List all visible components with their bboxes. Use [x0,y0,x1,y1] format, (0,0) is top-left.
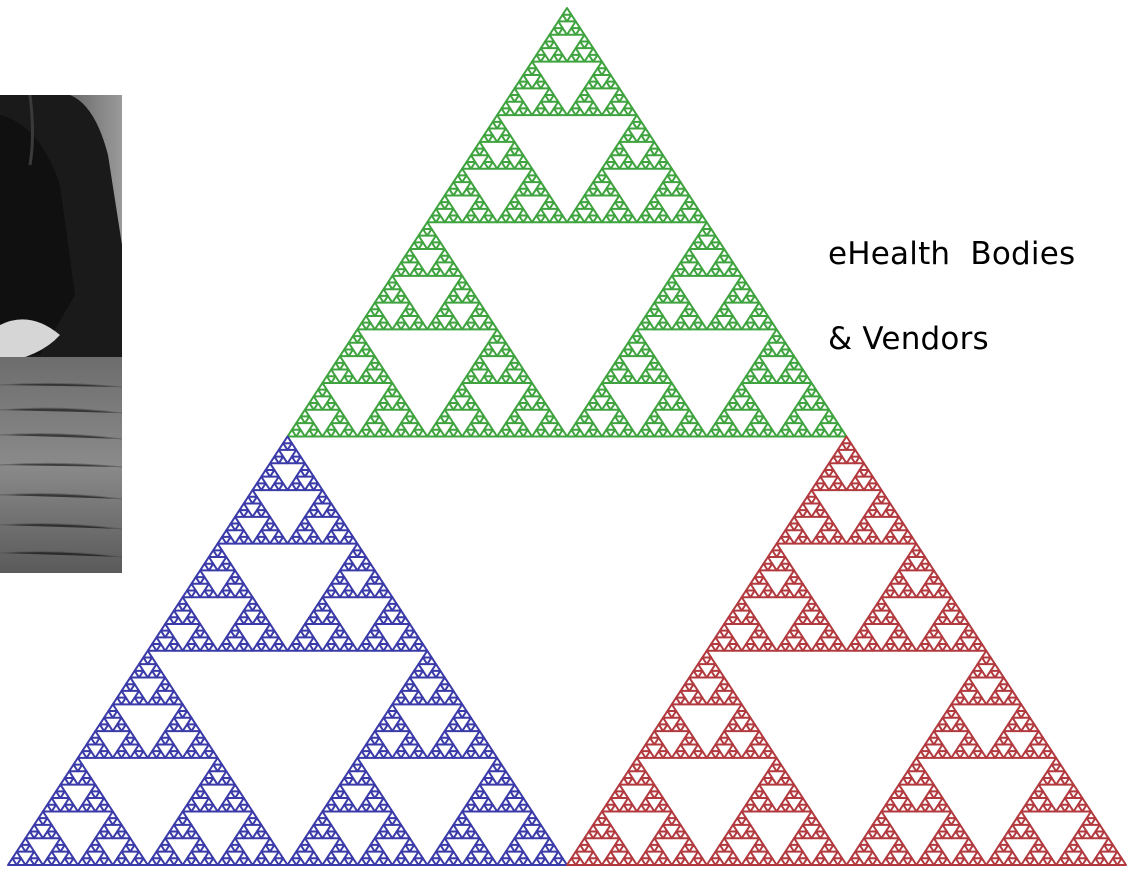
fractal-top-green [288,8,847,437]
fractal-left-blue [8,437,567,866]
label-ehealth-bodies: eHealth Bodies [828,236,1075,272]
fractal-right-red [567,437,1126,866]
label-vendors: & Vendors [828,321,989,357]
